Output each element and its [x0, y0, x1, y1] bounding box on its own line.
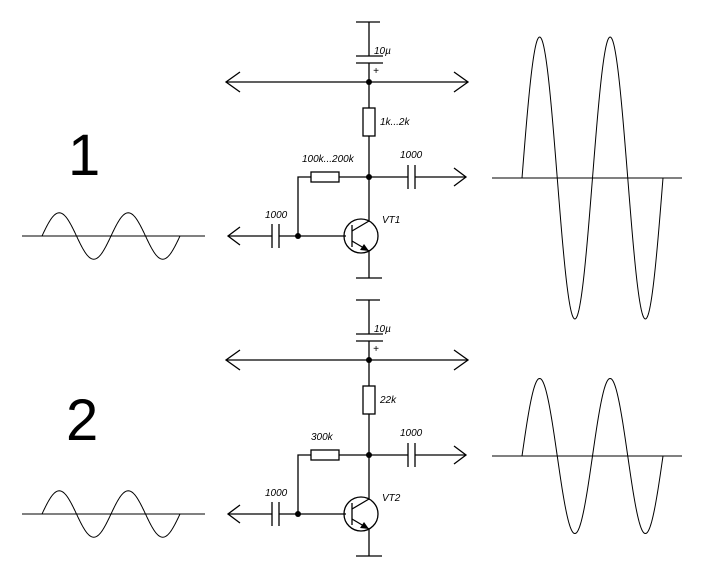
output-capacitor: 1000 — [369, 428, 468, 467]
arrow-left-icon — [224, 349, 241, 371]
junction-dot — [295, 233, 301, 239]
collector-resistor-body — [362, 107, 376, 137]
polarity-mark: + — [373, 344, 379, 355]
bias-resistor-body — [310, 171, 340, 183]
arrow-right-icon — [453, 349, 470, 371]
output-signal — [492, 377, 682, 535]
bias-wire — [297, 176, 311, 236]
bias-resistor-label: 300k — [311, 432, 334, 443]
transistor-collector — [351, 220, 370, 232]
input-waveform — [41, 212, 181, 260]
input-arrow-icon — [226, 504, 241, 524]
output-waveform — [521, 377, 664, 535]
power-rail — [224, 71, 470, 93]
emitter-arrow-icon — [360, 522, 369, 529]
circuit-number: 1 — [68, 123, 100, 188]
input-capacitor: 1000 — [226, 210, 346, 248]
transistor: VT2 — [343, 455, 401, 557]
output-capacitor-label: 1000 — [400, 428, 423, 439]
transistor-label: VT2 — [382, 493, 401, 504]
collector-resistor: 1k...2k — [362, 82, 410, 177]
transistor: VT1 — [343, 177, 400, 279]
transistor-body — [343, 496, 379, 532]
bias-resistor-body — [310, 449, 340, 461]
collector-resistor: 22k — [362, 360, 397, 455]
bias-resistor: 100k...200k — [297, 154, 372, 236]
junction-dot — [295, 511, 301, 517]
output-capacitor-label: 1000 — [400, 150, 423, 161]
output-waveform — [521, 36, 664, 320]
bias-wire — [297, 454, 311, 514]
input-capacitor: 1000 — [226, 488, 346, 526]
input-signal — [22, 212, 205, 260]
input-capacitor-label: 1000 — [265, 210, 288, 221]
output-signal — [492, 36, 682, 320]
polarity-mark: + — [373, 66, 379, 77]
collector-resistor-label: 22k — [379, 395, 397, 406]
transistor-collector — [351, 498, 370, 510]
circuit-2: 2 10µ + 22k — [22, 299, 682, 557]
emitter-arrow-icon — [360, 244, 369, 251]
supply-capacitor-label: 10µ — [374, 46, 391, 57]
output-arrow-icon — [453, 167, 468, 187]
collector-resistor-label: 1k...2k — [380, 117, 410, 128]
supply-capacitor: 10µ + — [356, 21, 391, 82]
transistor-body — [343, 218, 379, 254]
input-arrow-icon — [226, 226, 241, 246]
collector-resistor-body — [362, 385, 376, 415]
arrow-left-icon — [224, 71, 241, 93]
circuit-1: 1 10µ + 1k...2k — [22, 21, 682, 320]
bias-resistor: 300k — [297, 432, 372, 514]
circuit-number: 2 — [66, 388, 98, 453]
arrow-right-icon — [453, 71, 470, 93]
input-signal — [22, 490, 205, 538]
input-capacitor-label: 1000 — [265, 488, 288, 499]
output-capacitor: 1000 — [369, 150, 468, 189]
power-rail — [224, 349, 470, 371]
supply-capacitor-label: 10µ — [374, 324, 391, 335]
transistor-label: VT1 — [382, 215, 400, 226]
supply-capacitor: 10µ + — [356, 299, 391, 360]
output-arrow-icon — [453, 445, 468, 465]
bias-resistor-label: 100k...200k — [302, 154, 355, 165]
input-waveform — [41, 490, 181, 538]
